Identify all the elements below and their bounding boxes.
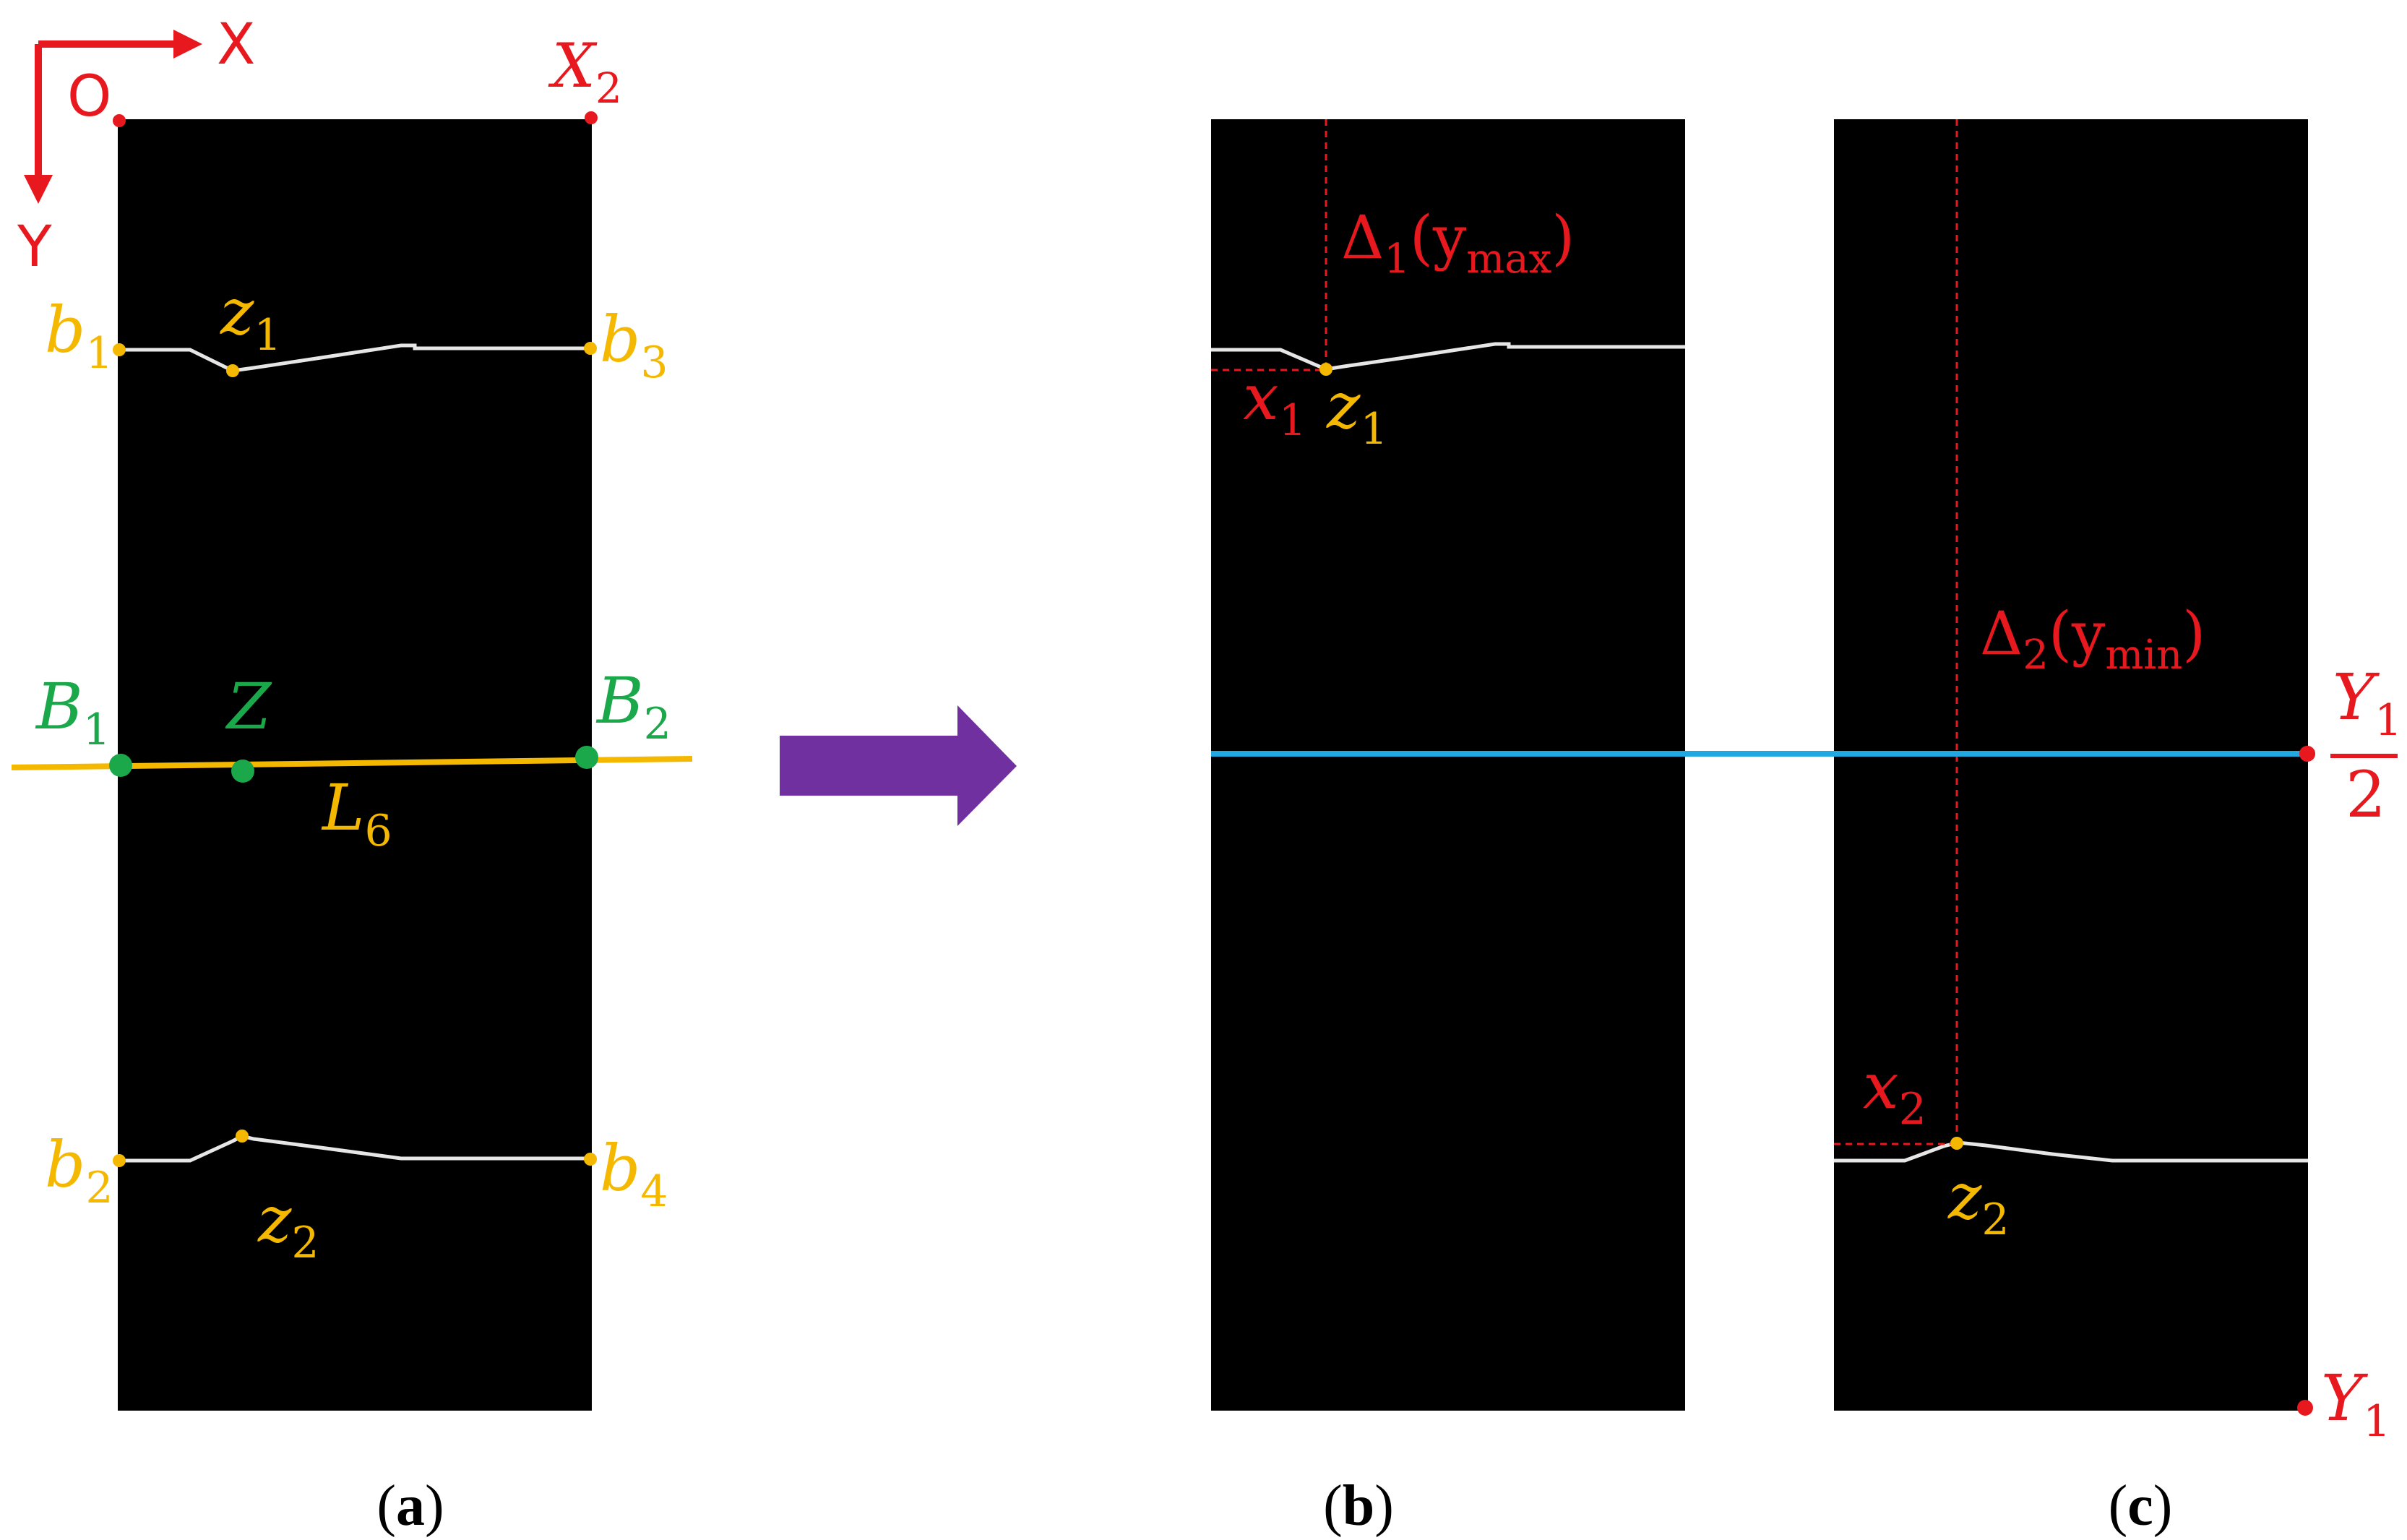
x2-label: X2	[548, 30, 622, 113]
x-axis-label: X	[217, 12, 255, 77]
panel-c-caption: (c)	[2109, 1474, 2173, 1538]
y1-point	[2297, 1400, 2313, 1416]
Z-point	[231, 760, 254, 783]
axes: X Y O X2	[17, 12, 622, 280]
Z-label: Z	[225, 669, 272, 744]
panel-b-crack-line	[1211, 342, 1685, 371]
mid-height-end-point	[2299, 746, 2315, 762]
panel-a-caption: (a)	[376, 1474, 444, 1538]
panel-c-z2-label: z2	[1947, 1159, 2010, 1245]
y-axis-label: Y	[17, 215, 52, 280]
B1-point	[109, 754, 132, 777]
b4-label: b4	[600, 1131, 668, 1217]
z2-label: z2	[257, 1182, 319, 1268]
half-height-denominator: 2	[2346, 757, 2386, 832]
L6-label: L6	[321, 770, 392, 856]
panel-a: X Y O X2 b1 b3 z1 b2 b4 z2 B1 Z B2 L6 (	[11, 12, 693, 1538]
panel-b-z1-label: z1	[1326, 369, 1388, 455]
y1-label: Y1	[2321, 1361, 2390, 1447]
b3-point	[584, 342, 597, 355]
z1-label: z1	[220, 275, 282, 361]
panel-b-caption: (b)	[1323, 1474, 1394, 1538]
x2-label: x2	[1863, 1049, 1926, 1135]
b4-point	[584, 1153, 597, 1166]
upper-crack-line	[119, 343, 590, 373]
x2-point	[585, 111, 598, 124]
panel-b-z1-point	[1319, 363, 1332, 376]
b1-label: b1	[45, 293, 113, 379]
b2-label: b2	[45, 1127, 113, 1213]
origin-point	[113, 114, 126, 127]
delta1-label: Δ1(ymax)	[1341, 204, 1575, 283]
b1-point	[113, 343, 126, 356]
panel-c-z2-point	[1950, 1137, 1963, 1150]
half-height-numerator: Y1	[2333, 660, 2402, 746]
B2-point	[575, 746, 598, 769]
panel-c-crack-line	[1834, 1140, 2308, 1163]
B1-label: B1	[35, 669, 111, 755]
origin-label: O	[67, 64, 111, 129]
panel-c-image	[1834, 119, 2308, 1411]
b3-label: b3	[600, 302, 668, 388]
panel-b-image	[1211, 119, 1685, 1411]
panel-c: Δ2(ymin) x2 z2 Y1 2 Y1 (c)	[1834, 119, 2402, 1538]
B2-label: B2	[595, 663, 671, 749]
panel-b: Δ1(ymax) x1 z1 (b)	[1211, 119, 1685, 1538]
x1-label: x1	[1243, 360, 1306, 446]
transition-arrow	[780, 705, 1017, 826]
z2-point	[236, 1130, 249, 1143]
z1-point	[226, 364, 239, 377]
delta2-label: Δ2(ymin)	[1980, 600, 2205, 679]
b2-point	[113, 1154, 126, 1167]
